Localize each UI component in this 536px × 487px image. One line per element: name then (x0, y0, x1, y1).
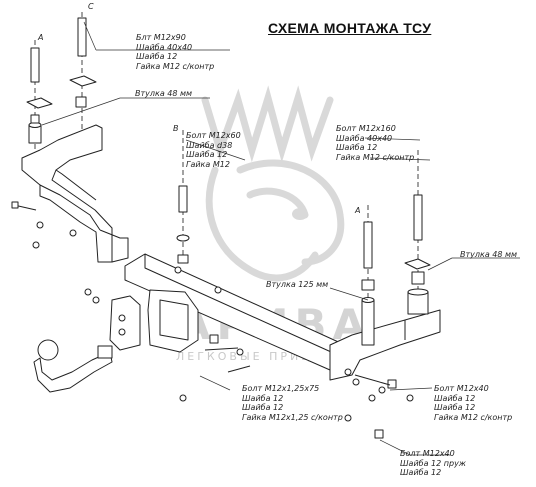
bolt-right-a (363, 221, 373, 269)
marker-letter-a-right: A (355, 206, 361, 215)
callout-bolt-m12x40-bottom: Болт М12х40 Шайба 12 пруж Шайба 12 (400, 449, 467, 478)
callout-bushing-125: Втулка 125 мм (266, 280, 329, 289)
bolt-left-a (30, 47, 40, 83)
callout-bushing-48-right: Втулка 48 мм (460, 250, 518, 259)
bolt-top-c (77, 17, 87, 57)
marker-letter-c: C (88, 2, 94, 11)
bushing-125 (361, 299, 375, 346)
left-bracket (21, 124, 113, 263)
callout-bolt-m12x60: Болт М12х60 Шайба d38 Шайба 12 Гайка М12 (186, 131, 241, 169)
bolt-right-b (413, 194, 423, 241)
page-title: СХЕМА МОНТАЖА ТСУ (268, 20, 432, 36)
marker-letter-b: B (173, 124, 179, 133)
center-plate (147, 289, 199, 353)
callout-bolt-m12x125: Болт М12х1,25х75 Шайба 12 Шайба 12 Гайка… (242, 384, 343, 422)
callout-bushing-48-left: Втулка 48 мм (135, 89, 193, 98)
callout-bolt-m12x90: Блт М12х90 Шайба 40х40 Шайба 12 Гайка М1… (136, 33, 215, 71)
callout-bolt-m12x160: Болт М12х160 Шайба 40х40 Шайба 12 Гайка … (336, 124, 415, 162)
marker-letter-a-left: A (38, 33, 44, 42)
tow-ball (33, 339, 113, 393)
right-bracket (329, 309, 441, 381)
callout-bolt-m12x40-right: Болт М12х40 Шайба 12 Шайба 12 Гайка М12 … (434, 384, 513, 422)
